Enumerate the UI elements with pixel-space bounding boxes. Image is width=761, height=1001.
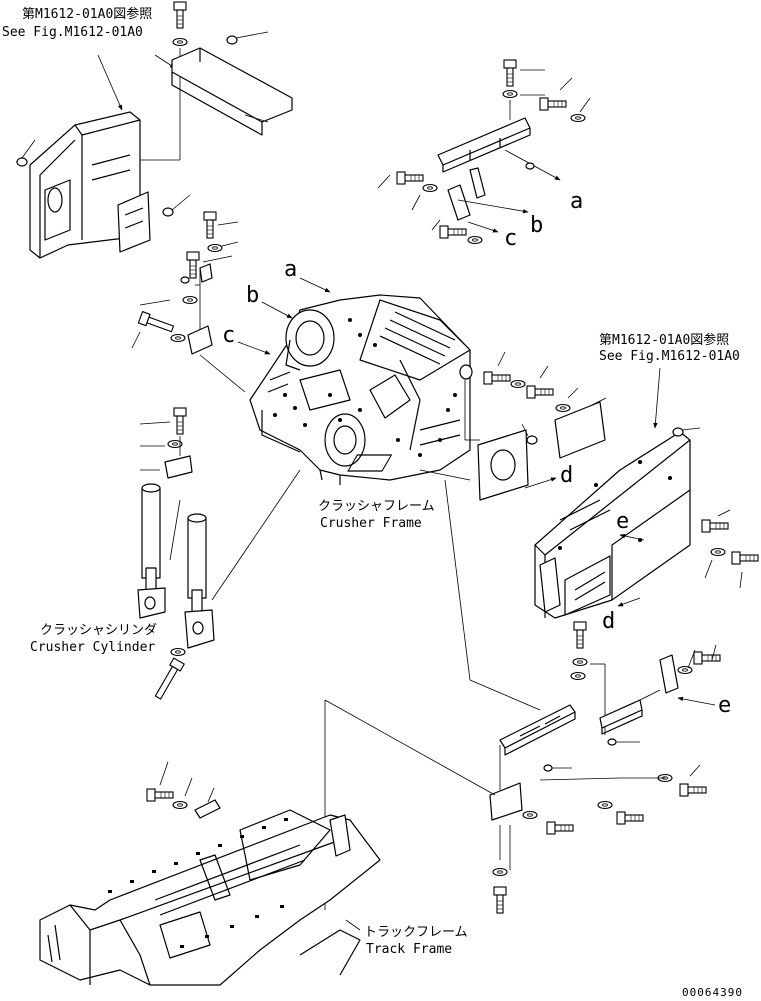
callout-a-top: a [570, 189, 583, 214]
crusher-frame-label-jp: クラッシャフレーム [318, 499, 435, 514]
crusher-frame-label-en: Crusher Frame [320, 516, 422, 531]
top-right-bracket-assembly: a b c [377, 59, 591, 251]
ref-top-en: See Fig.M1612-01A0 [2, 25, 143, 40]
drawing-code: 00064390 [682, 986, 743, 999]
ref-right-jp: 第M1612-01A0図参照 [599, 332, 729, 348]
crusher-cylinder-label-jp: クラッシャシリンダ [40, 623, 157, 638]
ref-right-en: See Fig.M1612-01A0 [599, 349, 740, 364]
track-frame-label-jp: トラックフレーム [364, 925, 468, 940]
callout-d-frame: d [560, 463, 573, 488]
track-frame-label-en: Track Frame [366, 942, 452, 957]
callout-e-lower: e [718, 693, 731, 718]
callout-c-top: c [504, 226, 517, 251]
lower-right-mount-parts: e [489, 621, 731, 914]
track-frame: トラックフレーム Track Frame [39, 699, 496, 986]
callout-e-cover: e [616, 509, 629, 534]
callout-b-frame: b [246, 283, 259, 308]
callout-b-top: b [530, 213, 543, 238]
top-left-cover-assembly: 第M1612-01A0図参照 See Fig.M1612-01A0 [2, 1, 293, 259]
callout-c-frame: c [222, 323, 235, 348]
crusher-cylinder: クラッシャシリンダ Crusher Cylinder [30, 407, 301, 700]
callout-d-cover: d [602, 609, 615, 634]
ref-top-jp: 第M1612-01A0図参照 [22, 6, 152, 22]
crusher-frame: a b c クラッシャフレーム Crusher Frame [222, 257, 541, 711]
left-mount-parts [131, 211, 246, 393]
callout-a-frame: a [284, 257, 297, 282]
crusher-cylinder-label-en: Crusher Cylinder [30, 640, 155, 655]
frame-right-bolts: d [477, 351, 607, 501]
right-cover-assembly: 第M1612-01A0図参照 See Fig.M1612-01A0 e d [347, 332, 759, 634]
